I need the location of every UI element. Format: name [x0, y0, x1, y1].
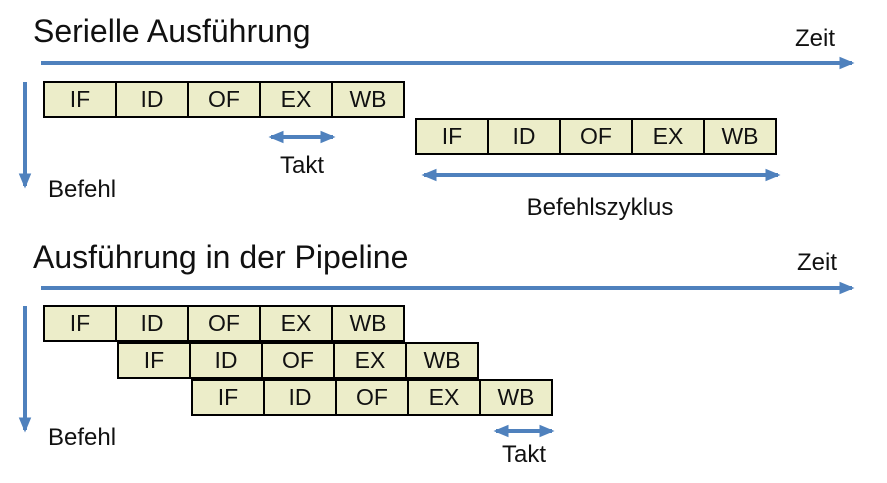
stage-cell-id: ID — [189, 342, 263, 379]
stage-cell-if: IF — [191, 379, 265, 416]
pipeline-title: Ausführung in der Pipeline — [33, 239, 409, 275]
pipeline-row-2: IF ID OF EX WB — [117, 342, 479, 379]
stage-cell-of: OF — [261, 342, 335, 379]
stage-cell-if: IF — [117, 342, 191, 379]
stage-cell-ex: EX — [259, 81, 333, 118]
stage-cell-ex: EX — [333, 342, 407, 379]
serial-instruction-label: Befehl — [48, 176, 117, 203]
stage-cell-wb: WB — [331, 81, 405, 118]
stage-cell-ex: EX — [407, 379, 481, 416]
pipeline-clock-label: Takt — [501, 441, 546, 468]
stage-cell-of: OF — [187, 305, 261, 342]
pipeline-row-3: IF ID OF EX WB — [191, 379, 553, 416]
stage-cell-if: IF — [43, 81, 117, 118]
stage-cell-ex: EX — [631, 118, 705, 155]
pipeline-instruction-label: Befehl — [48, 424, 117, 451]
stage-cell-if: IF — [43, 305, 117, 342]
serial-cycle-label: Befehlszyklus — [526, 194, 674, 221]
stage-cell-id: ID — [115, 81, 189, 118]
stage-cell-wb: WB — [331, 305, 405, 342]
stage-cell-ex: EX — [259, 305, 333, 342]
stage-cell-wb: WB — [405, 342, 479, 379]
pipeline-time-label: Zeit — [797, 249, 838, 276]
stage-cell-of: OF — [187, 81, 261, 118]
stage-cell-wb: WB — [703, 118, 777, 155]
stage-cell-of: OF — [559, 118, 633, 155]
serial-title: Serielle Ausführung — [33, 13, 311, 49]
serial-row-1: IF ID OF EX WB — [43, 81, 405, 118]
stage-cell-wb: WB — [479, 379, 553, 416]
stage-cell-if: IF — [415, 118, 489, 155]
stage-cell-id: ID — [115, 305, 189, 342]
stage-cell-id: ID — [487, 118, 561, 155]
serial-time-label: Zeit — [795, 25, 836, 52]
serial-clock-label: Takt — [279, 152, 324, 179]
stage-cell-id: ID — [263, 379, 337, 416]
stage-cell-of: OF — [335, 379, 409, 416]
pipeline-row-1: IF ID OF EX WB — [43, 305, 405, 342]
serial-row-2: IF ID OF EX WB — [415, 118, 777, 155]
